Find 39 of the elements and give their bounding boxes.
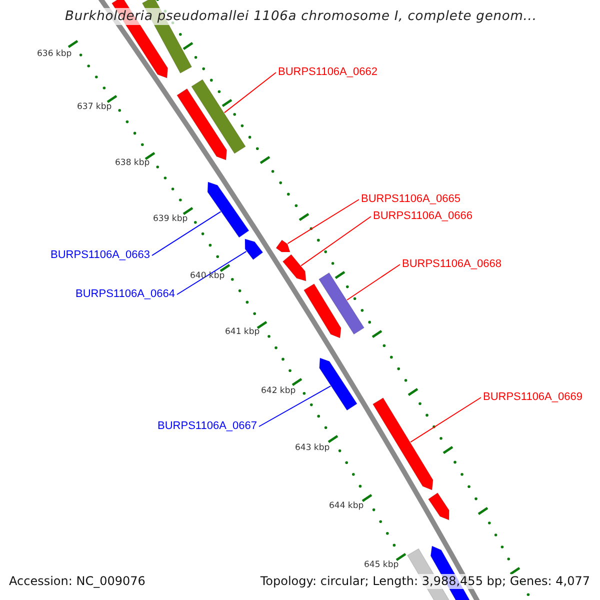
gene-segment <box>244 238 264 260</box>
gene-segment <box>318 272 365 335</box>
scale-label: 641 kbp <box>225 327 260 338</box>
gene-segment <box>319 358 358 411</box>
gene-label: BURPS1106A_0662 <box>278 66 378 79</box>
scale-label: 643 kbp <box>295 443 330 454</box>
leader-line <box>346 264 400 300</box>
scale-label: 642 kbp <box>261 386 296 397</box>
gene-label: BURPS1106A_0664 <box>76 288 175 301</box>
leader-line <box>258 386 332 427</box>
gene-segment <box>428 492 450 520</box>
info-text: Accession: NC_009076 <box>9 574 146 589</box>
scale-label: 640 kbp <box>190 271 225 282</box>
leader-line <box>287 199 360 244</box>
gene-label: BURPS1106A_0669 <box>483 391 582 404</box>
gene-label: BURPS1106A_0665 <box>361 193 460 206</box>
scale-label: 638 kbp <box>115 158 150 169</box>
gene-segment <box>372 397 434 490</box>
leader-line <box>176 250 247 295</box>
scale-label: 639 kbp <box>153 214 188 225</box>
leader-line <box>152 211 222 256</box>
scale-label: 644 kbp <box>329 501 364 512</box>
gene-label: BURPS1106A_0667 <box>158 420 257 433</box>
gene-segment <box>191 79 246 154</box>
gene-label: BURPS1106A_0668 <box>402 258 502 271</box>
scale-label: 636 kbp <box>37 49 72 60</box>
gene-segment <box>207 182 250 238</box>
scale-label: 637 kbp <box>77 102 112 113</box>
gene-segment <box>303 283 342 338</box>
gene-segment <box>276 240 290 252</box>
gene-label: BURPS1106A_0663 <box>50 249 150 262</box>
gene-label: BURPS1106A_0666 <box>373 210 472 223</box>
scale-label: 645 kbp <box>364 560 399 571</box>
leader-line <box>300 216 372 266</box>
info-text: Topology: circular; Length: 3,988,455 bp; Genes: 4,077 <box>260 574 590 589</box>
leader-line <box>410 397 482 443</box>
gene-segment <box>176 88 227 160</box>
gene-segment <box>282 254 306 282</box>
leader-line <box>224 72 276 114</box>
